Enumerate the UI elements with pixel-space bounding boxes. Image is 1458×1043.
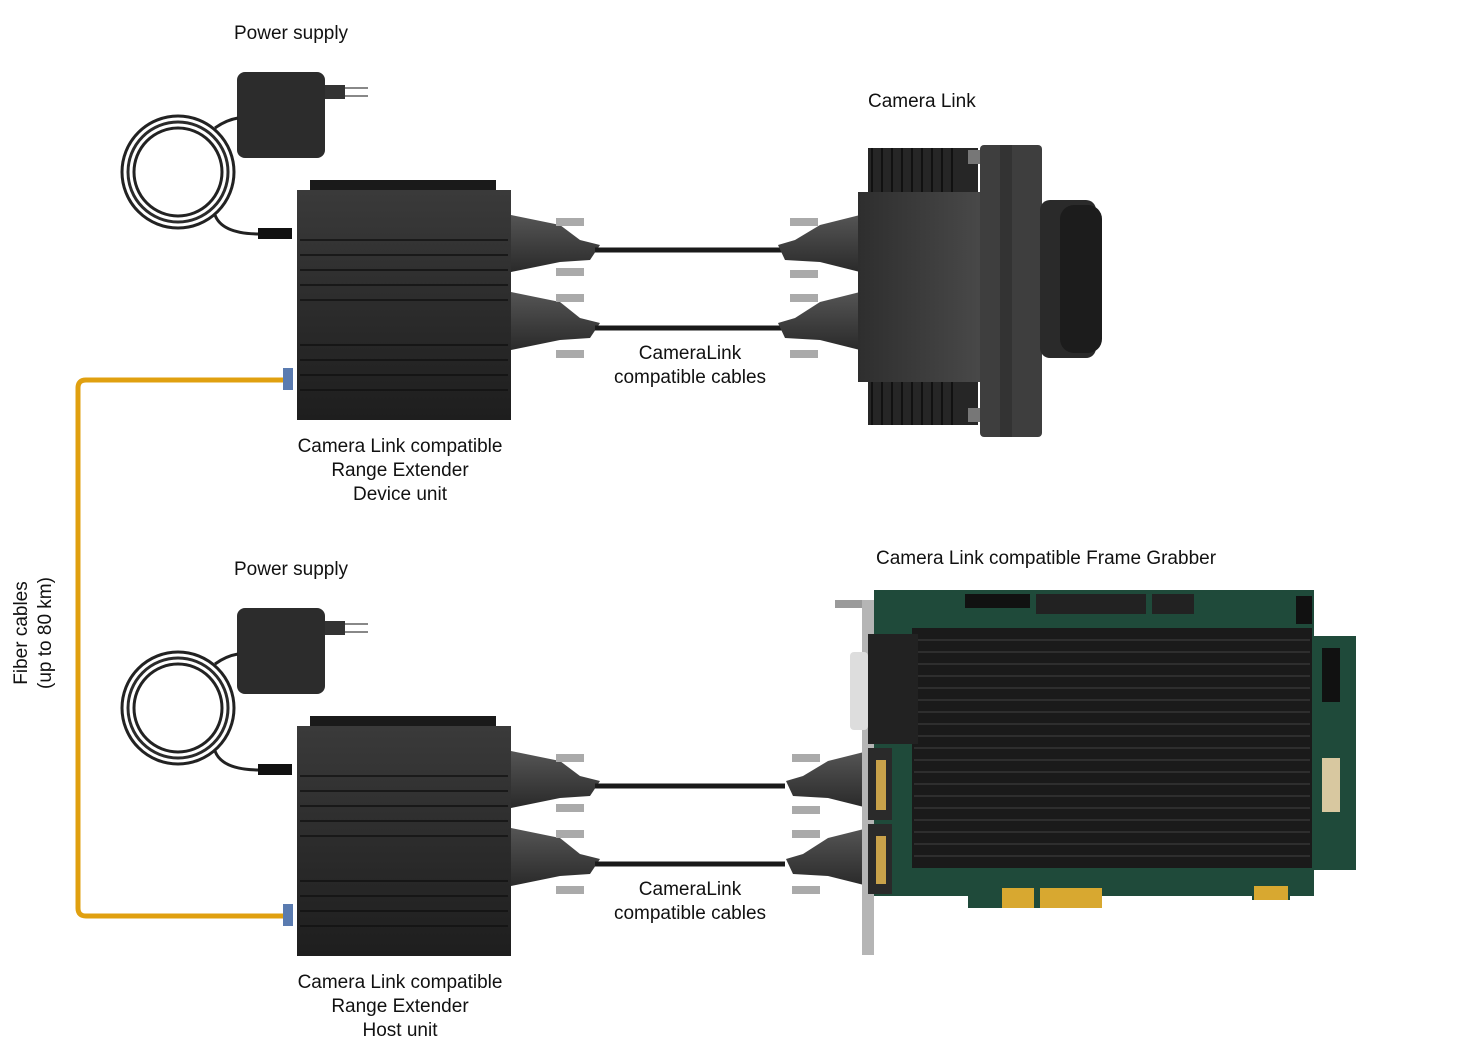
frame-grabber-label: Camera Link compatible Frame Grabber <box>876 548 1217 569</box>
cameralink-cables-top <box>511 215 860 358</box>
power-supply-top-icon <box>120 72 368 239</box>
camera-link-label: Camera Link <box>868 91 976 112</box>
power-supply-bottom-icon <box>120 608 368 775</box>
host-unit-label: Camera Link compatible Range Extender Ho… <box>297 972 503 1041</box>
cameralink-cables-bottom <box>511 751 868 894</box>
power-supply-bottom-label: Power supply <box>234 559 349 580</box>
frame-grabber-card <box>835 590 1356 955</box>
range-extender-host-unit <box>297 716 511 956</box>
fiber-connector-top <box>283 368 293 390</box>
camera-link-camera <box>858 145 1102 437</box>
fiber-cables-label: Fiber cables (up to 80 km) <box>11 577 56 689</box>
fiber-cable <box>75 377 286 919</box>
cables-top-label: CameraLink compatible cables <box>613 343 767 388</box>
cables-bottom-label: CameraLink compatible cables <box>613 879 767 924</box>
power-supply-top-label: Power supply <box>234 23 349 44</box>
fiber-connector-bottom <box>283 904 293 926</box>
device-unit-label: Camera Link compatible Range Extender De… <box>297 436 503 505</box>
range-extender-device-unit <box>297 180 511 420</box>
